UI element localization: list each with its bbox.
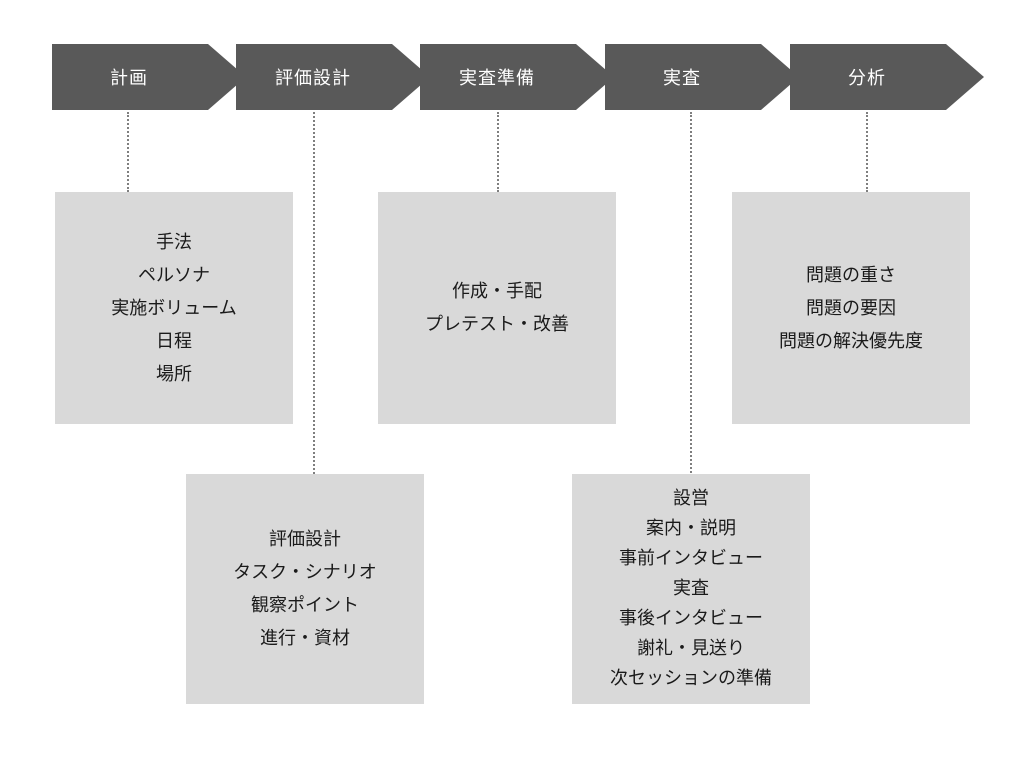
stage-exec: 実査: [605, 44, 799, 110]
exec-item: 案内・説明: [646, 518, 736, 539]
stage-exec-label: 実査: [663, 68, 701, 89]
plan-item: 場所: [156, 363, 192, 385]
prep-item: プレテスト・改善: [425, 314, 569, 335]
eval-design-item: 評価設計: [269, 529, 341, 550]
analysis-item: 問題の解決優先度: [779, 330, 923, 352]
exec-item: 実査: [673, 578, 709, 599]
prep-item: 作成・手配: [452, 281, 542, 302]
plan-item: 手法: [156, 231, 192, 253]
plan-details-box: 手法 ペルソナ 実施ボリューム 日程 場所: [55, 192, 293, 424]
connector-eval-design: [313, 112, 315, 478]
prep-details-box: 作成・手配 プレテスト・改善: [378, 192, 616, 424]
stage-analysis-label: 分析: [848, 68, 886, 89]
chevron-arrow-icon: [944, 44, 984, 110]
eval-design-item: 進行・資材: [260, 628, 350, 649]
analysis-details-box: 問題の重さ 問題の要因 問題の解決優先度: [732, 192, 970, 424]
chevron-arrow-icon: [574, 44, 614, 110]
eval-design-details-box: 評価設計 タスク・シナリオ 観察ポイント 進行・資材: [186, 474, 424, 704]
exec-item: 謝礼・見送り: [637, 638, 745, 659]
eval-design-item: 観察ポイント: [251, 595, 359, 616]
stage-prep: 実査準備: [420, 44, 614, 110]
plan-item: ペルソナ: [138, 264, 210, 286]
analysis-item: 問題の要因: [806, 297, 896, 319]
stage-eval-design: 評価設計: [236, 44, 430, 110]
exec-details-box: 設営 案内・説明 事前インタビュー 実査 事後インタビュー 謝礼・見送り 次セッ…: [572, 474, 810, 704]
connector-analysis: [866, 112, 868, 192]
exec-item: 次セッションの準備: [610, 668, 772, 689]
chevron-arrow-icon: [390, 44, 430, 110]
plan-item: 実施ボリューム: [111, 297, 237, 319]
stage-plan-label: 計画: [110, 68, 148, 89]
stage-plan: 計画: [52, 44, 246, 110]
plan-item: 日程: [156, 330, 192, 352]
exec-item: 事後インタビュー: [619, 608, 763, 629]
connector-plan: [127, 112, 129, 192]
analysis-item: 問題の重さ: [806, 264, 896, 286]
exec-item: 事前インタビュー: [619, 548, 763, 569]
stage-prep-label: 実査準備: [459, 68, 535, 89]
connector-prep: [497, 112, 499, 192]
chevron-arrow-icon: [206, 44, 246, 110]
connector-exec: [690, 112, 692, 476]
stage-analysis: 分析: [790, 44, 984, 110]
eval-design-item: タスク・シナリオ: [233, 562, 377, 583]
chevron-arrow-icon: [759, 44, 799, 110]
stage-eval-design-label: 評価設計: [275, 68, 351, 89]
exec-item: 設営: [673, 488, 709, 509]
